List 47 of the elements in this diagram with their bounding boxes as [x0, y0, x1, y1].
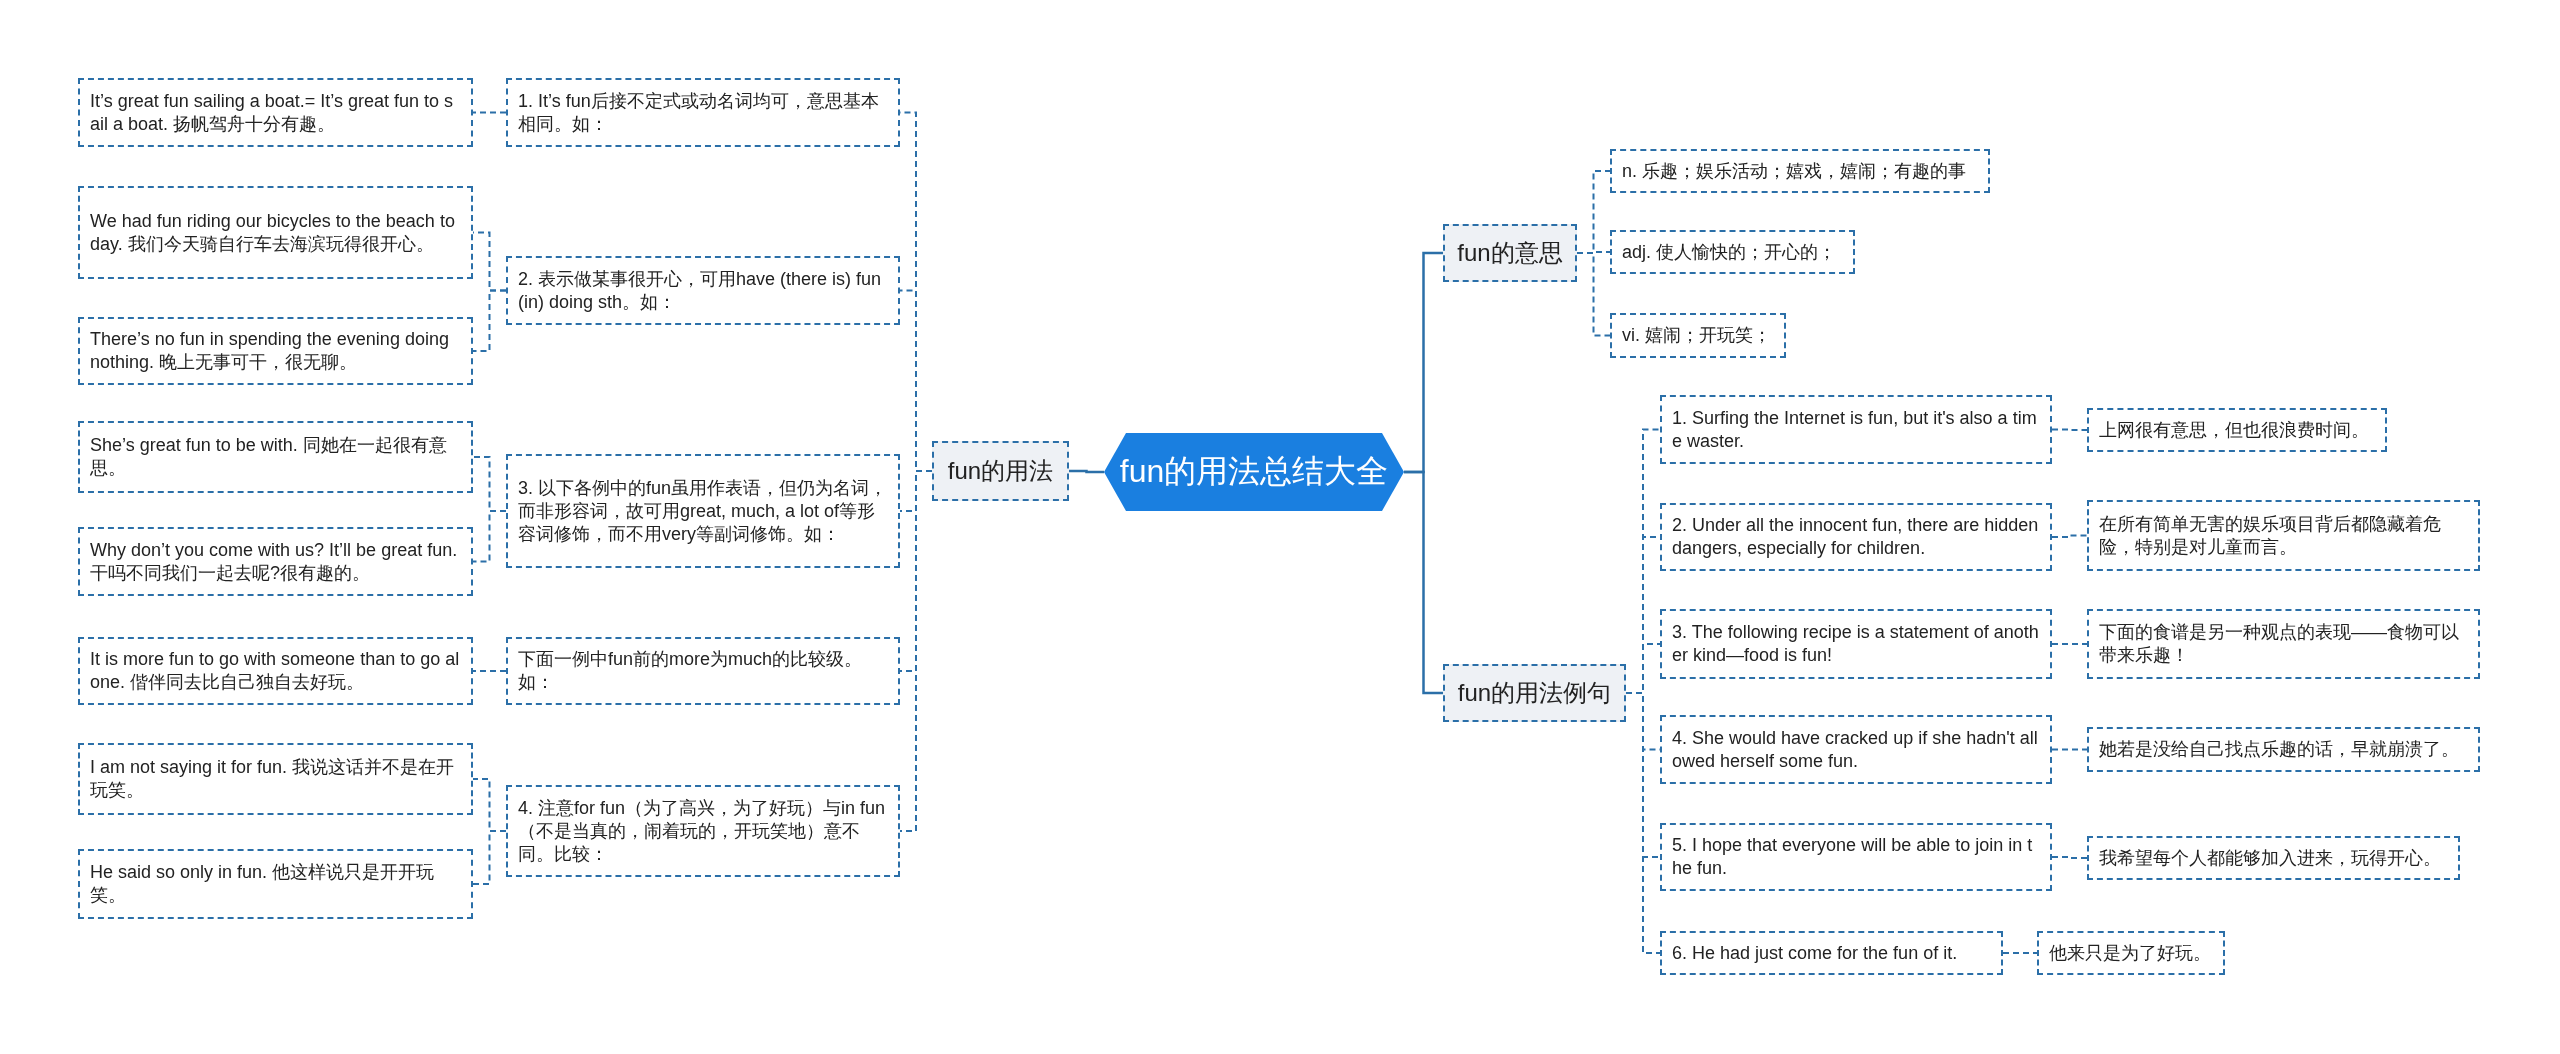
connector-line [2051, 856, 2088, 859]
text-box: It’s great fun sailing a boat.= It’s great fun to sail a boat. 扬帆驾舟十分有趣。 [78, 78, 473, 147]
text-box: 6. He had just come for the fun of it. [1660, 931, 2003, 975]
text-box: Why don’t you come with us? It’ll be great fun. 干吗不同我们一起去呢?很有趣的。 [78, 527, 473, 596]
connector-line [2051, 748, 2088, 751]
text-box: 我希望每个人都能够加入进来，玩得开心。 [2087, 836, 2460, 880]
text-box: He said so only in fun. 他这样说只是开开玩笑。 [78, 849, 473, 919]
connector-line [2051, 428, 2088, 431]
text-box: 4. She would have cracked up if she hadn't allowed herself some fun. [1660, 715, 2052, 784]
branch-topic-box: fun的用法例句 [1443, 664, 1626, 722]
connector-line [472, 111, 507, 114]
text-box: 上网很有意思，但也很浪费时间。 [2087, 408, 2387, 452]
text-box: 5. I hope that everyone will be able to join in the fun. [1660, 823, 2052, 891]
text-box: 3. The following recipe is a statement of another kind—food is fun! [1660, 609, 2052, 679]
text-box: 1. It’s fun后接不定式或动名词均可，意思基本相同。如： [506, 78, 900, 147]
connector-line [472, 289, 507, 352]
text-box: It is more fun to go with someone than to go alone. 偕伴同去比自己独自去好玩。 [78, 637, 473, 705]
text-box: n. 乐趣；娱乐活动；嬉戏，嬉闹；有趣的事 [1610, 149, 1990, 193]
connector-line [1625, 692, 1661, 954]
text-box: 1. Surfing the Internet is fun, but it's also a time waster. [1660, 395, 2052, 464]
text-box: 2. 表示做某事很开心，可用have (there is) fun (in) doing sth。如： [506, 256, 900, 325]
text-box: adj. 使人愉快的；开心的； [1610, 230, 1855, 274]
text-box: vi. 嬉闹；开玩笑； [1610, 313, 1786, 358]
connector-line [1576, 252, 1611, 337]
connector-line [2051, 643, 2088, 645]
connector-line [472, 670, 507, 672]
text-box: 4. 注意for fun（为了高兴，为了好玩）与in fun（不是当真的，闹着玩的，开玩笑地）意不同。比较： [506, 785, 900, 877]
text-box: 3. 以下各例中的fun虽用作表语，但仍为名词，而非形容词，故可用great, much, a lot of等形容词修饰，而不用very等副词修饰。如： [506, 454, 900, 568]
branch-topic-box: fun的用法 [932, 441, 1069, 501]
text-box: There’s no fun in spending the evening doing nothing. 晚上无事可干，很无聊。 [78, 317, 473, 385]
text-box: 2. Under all the innocent fun, there are hidden dangers, especially for children. [1660, 503, 2052, 571]
text-box: 下面的食谱是另一种观点的表现——食物可以带来乐趣！ [2087, 609, 2480, 679]
branch-topic-box: fun的意思 [1443, 224, 1577, 282]
connector-line [472, 510, 507, 563]
text-box: She’s great fun to be with. 同她在一起很有意思。 [78, 421, 473, 493]
connector-line [1069, 469, 1104, 474]
connector-line [2051, 534, 2088, 538]
text-box: I am not saying it for fun. 我说这话并不是在开玩笑。 [78, 743, 473, 815]
central-topic-hexagon: fun的用法总结大全 [1104, 433, 1404, 511]
text-box: We had fun riding our bicycles to the beach today. 我们今天骑自行车去海滨玩得很开心。 [78, 186, 473, 279]
connector-line [1404, 470, 1443, 695]
connector-line [472, 830, 507, 885]
text-box: 他来只是为了好玩。 [2037, 931, 2225, 975]
text-box: 下面一例中fun前的more为much的比较级。如： [506, 637, 900, 705]
text-box: 在所有简单无害的娱乐项目背后都隐藏着危险，特别是对儿童而言。 [2087, 500, 2480, 571]
text-box: 她若是没给自己找点乐趣的话，早就崩溃了。 [2087, 727, 2480, 772]
connector-line [2002, 952, 2038, 954]
